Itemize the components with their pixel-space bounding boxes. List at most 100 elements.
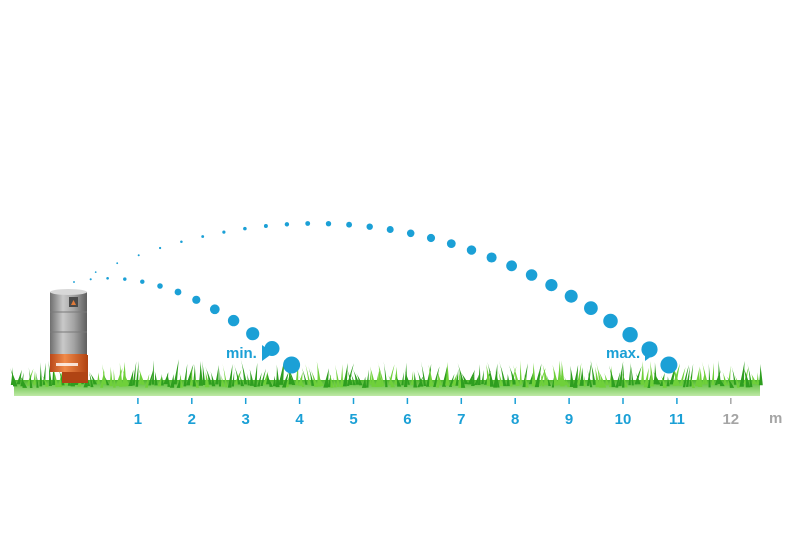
- grass-blade: [647, 374, 651, 388]
- grass-blade: [204, 371, 210, 388]
- grass-blade: [278, 359, 285, 385]
- grass-blade: [347, 369, 353, 386]
- grass-blade: [474, 374, 480, 385]
- grass-blade: [716, 375, 725, 387]
- axis-tick-label: 1: [134, 411, 142, 428]
- water-drop: [426, 233, 436, 243]
- grass-blade: [557, 360, 562, 386]
- grass-blade: [634, 366, 642, 385]
- grass-blade: [334, 364, 340, 387]
- grass-blade: [460, 372, 469, 385]
- water-drop: [564, 289, 578, 303]
- grass-blade: [42, 362, 46, 385]
- grass-blade: [653, 371, 661, 385]
- grass-blade: [41, 375, 49, 387]
- grass-blade: [369, 370, 372, 385]
- grass-blade: [205, 366, 213, 385]
- grass-blade: [318, 375, 324, 387]
- water-drop: [209, 304, 220, 315]
- grass-blade: [451, 374, 457, 386]
- grass-blade: [743, 366, 751, 388]
- grass-blade: [122, 369, 130, 387]
- water-drop: [525, 269, 538, 281]
- grass-blade: [594, 366, 600, 388]
- grass-blade: [96, 372, 100, 385]
- grass-blade: [249, 369, 255, 386]
- min-pointer-icon: [262, 345, 273, 361]
- grass-blade: [227, 364, 233, 388]
- grass-blade: [410, 370, 414, 385]
- grass-blade: [573, 364, 579, 388]
- grass-blade: [355, 372, 363, 386]
- nozzle-marker: [71, 300, 76, 305]
- grass-blade: [198, 361, 203, 386]
- water-drop: [89, 278, 92, 281]
- grass-blade: [138, 370, 142, 385]
- water-drop: [584, 301, 598, 315]
- grass-blade: [151, 360, 154, 385]
- grass-blade: [420, 361, 427, 387]
- grass-blade: [477, 364, 481, 385]
- max-label: max.: [606, 345, 640, 362]
- water-drop: [246, 327, 260, 341]
- grass-blade: [310, 368, 318, 387]
- water-drop: [137, 254, 140, 257]
- axis-tick-label: 3: [242, 411, 250, 428]
- grass-blade: [433, 366, 440, 388]
- water-drop: [466, 245, 477, 255]
- grass-blade: [583, 375, 586, 387]
- grass-blade: [275, 364, 280, 388]
- grass-blade: [186, 364, 194, 386]
- grass-blade: [620, 369, 628, 388]
- grass-blade: [189, 366, 193, 386]
- grass-blade: [481, 370, 484, 385]
- grass-blade: [689, 374, 695, 388]
- grass-blade: [350, 372, 356, 386]
- axis-tick-label: 8: [511, 411, 519, 428]
- grass-blade: [10, 368, 18, 387]
- grass-blade: [428, 364, 434, 387]
- grass-blade: [487, 362, 494, 387]
- grass-blade: [340, 364, 344, 388]
- water-drop: [486, 252, 497, 263]
- grass-blade: [265, 372, 273, 387]
- grass-blade: [215, 365, 219, 385]
- water-drop: [506, 260, 517, 272]
- grass-blade: [586, 361, 592, 386]
- grass-blade: [128, 369, 134, 387]
- grass-blade: [166, 372, 171, 387]
- grass-blade: [365, 369, 369, 388]
- grass-blade: [154, 371, 158, 386]
- axis-tick-label: 11: [669, 411, 685, 428]
- water-drop: [201, 235, 205, 238]
- pop-up-sprinkler-icon: [50, 289, 88, 383]
- grass-blade: [650, 361, 654, 387]
- grass-blade: [176, 375, 182, 388]
- grass-blade: [563, 375, 571, 388]
- grass-blade: [528, 371, 534, 385]
- grass-blade: [560, 374, 568, 385]
- water-drop: [123, 277, 127, 281]
- grass-blade: [711, 362, 715, 386]
- grass-blade: [635, 372, 641, 385]
- grass-blade: [682, 364, 689, 388]
- axis-tick-label: 6: [403, 411, 411, 428]
- grass-blade: [298, 375, 305, 387]
- grass-blade: [731, 365, 737, 385]
- grass-blade: [519, 360, 522, 385]
- grass-blade: [751, 373, 757, 385]
- water-drop: [94, 271, 97, 273]
- axis-tick-label: 9: [565, 411, 573, 428]
- grass-blade: [586, 367, 593, 388]
- water-drop: [446, 239, 456, 248]
- grass-blade: [132, 361, 137, 386]
- grass-blade: [522, 363, 528, 388]
- grass-blade: [135, 360, 139, 387]
- grass-blade: [257, 372, 262, 387]
- grass-blade: [608, 365, 616, 388]
- unit-label: m: [769, 410, 782, 427]
- grass-blade: [220, 375, 225, 387]
- grass-blade: [534, 363, 542, 388]
- grass-blade: [727, 365, 731, 386]
- sprinkler-cap: [50, 289, 87, 295]
